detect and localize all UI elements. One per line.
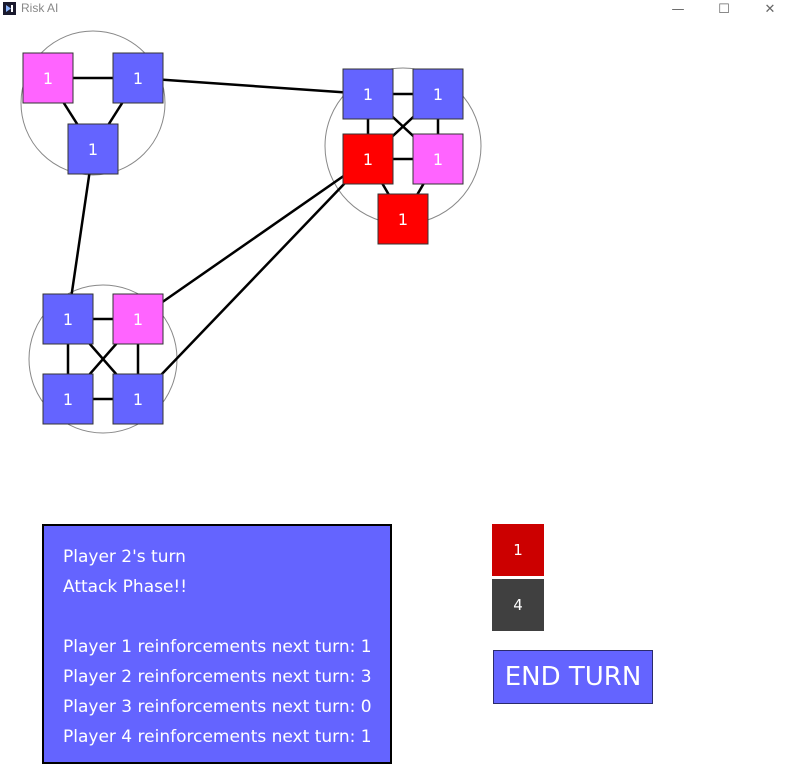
target-army-count[interactable]: 4 [492,579,544,631]
close-button[interactable]: ✕ [748,0,786,18]
territory-army-count: 1 [133,69,143,88]
attacker-army-label: 1 [513,541,523,559]
territory-t4[interactable]: 1 [342,68,394,120]
territory-army-count: 1 [398,210,408,229]
territory-tile[interactable] [412,133,464,185]
maximize-button[interactable]: ☐ [702,0,746,18]
territory-army-count: 1 [88,140,98,159]
territory-t8[interactable]: 1 [377,193,429,245]
connection-t2-t4 [137,76,369,96]
territory-t7[interactable]: 1 [412,133,464,185]
territory-army-count: 1 [133,310,143,329]
window-title: Risk AI [21,1,59,15]
end-turn-label: END TURN [504,662,642,692]
reinforcements-player-1: Player 1 reinforcements next turn: 1 [63,637,372,657]
game-board: 1 1 1 1 1 1 1 1 1 1 1 1 [20,30,482,434]
turn-indicator: Player 2's turn [63,547,186,567]
title-bar: Risk AI — ☐ ✕ [0,0,786,18]
territory-t2[interactable]: 1 [112,52,164,104]
status-panel: Player 2's turn Attack Phase!! Player 1 … [42,524,392,764]
target-army-label: 4 [513,596,523,614]
territory-tile[interactable] [342,68,394,120]
close-icon: ✕ [764,1,776,17]
attacker-army-count[interactable]: 1 [492,524,544,576]
minimize-button[interactable]: — [656,0,700,18]
end-turn-button[interactable]: END TURN [493,650,653,704]
territory-t10[interactable]: 1 [112,293,164,345]
territory-army-count: 1 [63,390,73,409]
territory-tile[interactable] [112,373,164,425]
territory-tile[interactable] [342,133,394,185]
territory-tile[interactable] [42,373,94,425]
territory-tile[interactable] [112,293,164,345]
reinforcements-player-2: Player 2 reinforcements next turn: 3 [63,667,372,687]
app-icon [3,2,16,15]
territory-t11[interactable]: 1 [42,373,94,425]
territory-tile[interactable] [412,68,464,120]
territory-t6[interactable]: 1 [342,133,394,185]
territory-t3[interactable]: 1 [67,123,119,175]
continent-north-west [20,30,166,176]
territory-tile[interactable] [22,52,74,104]
territory-tile[interactable] [42,293,94,345]
territory-t1[interactable]: 1 [22,52,74,104]
phase-indicator: Attack Phase!! [63,577,188,597]
territory-army-count: 1 [363,85,373,104]
territory-army-count: 1 [433,150,443,169]
territory-army-count: 1 [363,150,373,169]
territory-t5[interactable]: 1 [412,68,464,120]
connection-t6-t12 [137,158,369,400]
territory-army-count: 1 [433,85,443,104]
connection-t6-t10 [137,157,369,321]
territory-tile[interactable] [67,123,119,175]
maximize-icon: ☐ [718,1,730,17]
minimize-icon: — [671,1,685,17]
territory-army-count: 1 [63,310,73,329]
territory-t9[interactable]: 1 [42,293,94,345]
territory-tile[interactable] [112,52,164,104]
territory-t12[interactable]: 1 [112,373,164,425]
territory-army-count: 1 [133,390,143,409]
connection-t3-t9 [66,148,95,320]
reinforcements-player-4: Player 4 reinforcements next turn: 1 [63,727,372,747]
territory-tile[interactable] [377,193,429,245]
territory-army-count: 1 [43,69,53,88]
reinforcements-player-3: Player 3 reinforcements next turn: 0 [63,697,372,717]
